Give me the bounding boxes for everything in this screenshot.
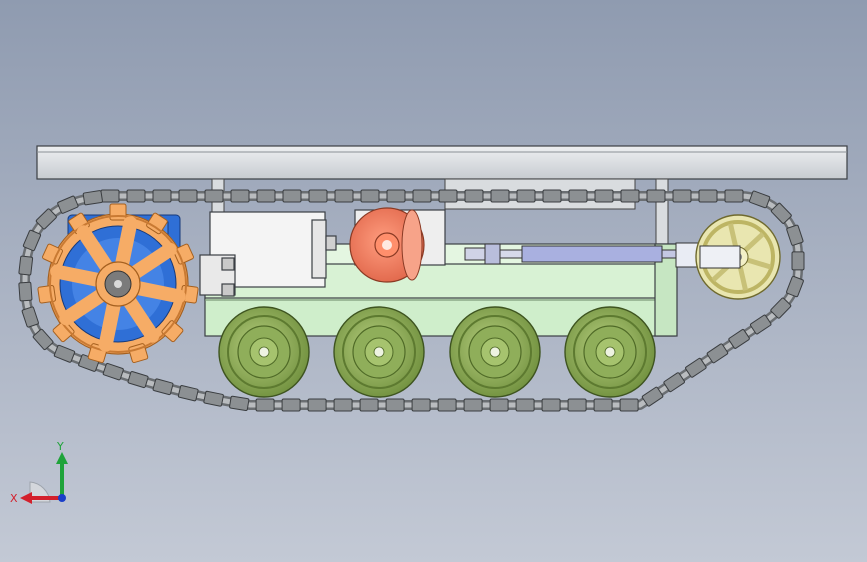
- x-axis-arrowhead: [20, 492, 32, 504]
- track-pad: [620, 189, 640, 203]
- track-belt[interactable]: [18, 189, 805, 412]
- track-pad: [35, 208, 57, 230]
- y-axis-label: Y: [56, 440, 64, 453]
- track-pad: [516, 189, 536, 203]
- track-pad: [385, 398, 405, 412]
- track-pad: [386, 189, 406, 203]
- track-pad: [152, 189, 172, 203]
- track-pad: [791, 251, 805, 271]
- track-pad: [82, 190, 103, 206]
- track-pad: [152, 378, 174, 396]
- track-pad: [663, 372, 685, 393]
- track-pad: [770, 202, 792, 224]
- track-pad: [333, 398, 353, 412]
- track-pad: [126, 189, 146, 203]
- track-pad: [464, 189, 484, 203]
- y-axis-arrowhead: [56, 452, 68, 464]
- drive-sprocket[interactable]: [37, 203, 199, 364]
- track-pad: [32, 328, 54, 351]
- track-pad: [282, 189, 302, 203]
- track-pad: [308, 189, 328, 203]
- idler-spoke: [743, 232, 765, 253]
- track-pad: [334, 189, 354, 203]
- track-pad: [22, 229, 42, 252]
- track-pad: [698, 189, 718, 203]
- track-pad: [359, 398, 379, 412]
- x-axis-label: X: [10, 492, 18, 505]
- track-pad: [360, 189, 380, 203]
- track-pad: [641, 386, 664, 407]
- track-pad: [706, 343, 729, 364]
- track-pad: [281, 398, 301, 412]
- track-pad: [724, 189, 744, 203]
- road-wheels[interactable]: [218, 306, 656, 398]
- track-pad: [21, 306, 39, 328]
- track-pad: [542, 189, 562, 203]
- track-pad: [619, 398, 639, 412]
- track-pad: [18, 281, 33, 302]
- top-deck-plate[interactable]: [36, 145, 848, 180]
- road-wheel[interactable]: [564, 306, 656, 398]
- idler-wheel[interactable]: [695, 214, 781, 300]
- track-pad: [203, 390, 224, 407]
- track-pad: [567, 398, 587, 412]
- track-pad: [53, 344, 76, 363]
- track-pad: [229, 395, 250, 411]
- coordinate-triad: Y X: [10, 440, 68, 505]
- track-pad: [438, 189, 458, 203]
- sprocket-tooth: [173, 243, 194, 265]
- track-pad: [57, 195, 79, 214]
- idler-spoke: [728, 223, 739, 248]
- track-pad: [770, 297, 792, 319]
- idler-spoke: [746, 257, 772, 270]
- track-pad: [490, 189, 510, 203]
- track-pad: [127, 371, 149, 389]
- track-pads: [18, 189, 805, 412]
- track-pad: [749, 314, 772, 335]
- sprocket-tooth: [52, 320, 75, 343]
- track-pad: [749, 190, 771, 209]
- track-pad: [685, 357, 707, 378]
- track-pad: [593, 398, 613, 412]
- track-pad: [463, 398, 483, 412]
- track-pad: [307, 398, 327, 412]
- track-pad: [489, 398, 509, 412]
- track-pad: [646, 189, 666, 203]
- sprocket-tooth: [109, 203, 127, 221]
- road-wheel[interactable]: [333, 306, 425, 398]
- track-pad: [728, 329, 750, 349]
- z-axis-origin: [58, 494, 66, 502]
- track-pad: [177, 385, 199, 402]
- track-pad: [541, 398, 561, 412]
- track-pad: [230, 189, 250, 203]
- track-pad: [786, 224, 804, 246]
- track-pad: [437, 398, 457, 412]
- track-pad: [100, 189, 120, 203]
- sprocket-tooth: [161, 320, 184, 343]
- track-pad: [178, 189, 198, 203]
- track-pad: [256, 189, 276, 203]
- track-pad: [412, 189, 432, 203]
- track-pad: [672, 189, 692, 203]
- track-pad: [786, 275, 804, 298]
- sprocket-tooth: [146, 212, 168, 235]
- track-pad: [594, 189, 614, 203]
- track-pad: [255, 398, 275, 412]
- idler-spoke: [737, 266, 748, 291]
- tension-roller[interactable]: [349, 207, 425, 283]
- sprocket-tooth: [42, 243, 63, 265]
- road-wheel[interactable]: [449, 306, 541, 398]
- track-pad: [102, 362, 124, 381]
- sprocket-tooth: [128, 343, 149, 364]
- track-pad: [411, 398, 431, 412]
- track-pad: [515, 398, 535, 412]
- track-pad: [204, 189, 224, 203]
- track-pad: [568, 189, 588, 203]
- track-pad: [18, 255, 34, 276]
- road-wheel[interactable]: [218, 306, 310, 398]
